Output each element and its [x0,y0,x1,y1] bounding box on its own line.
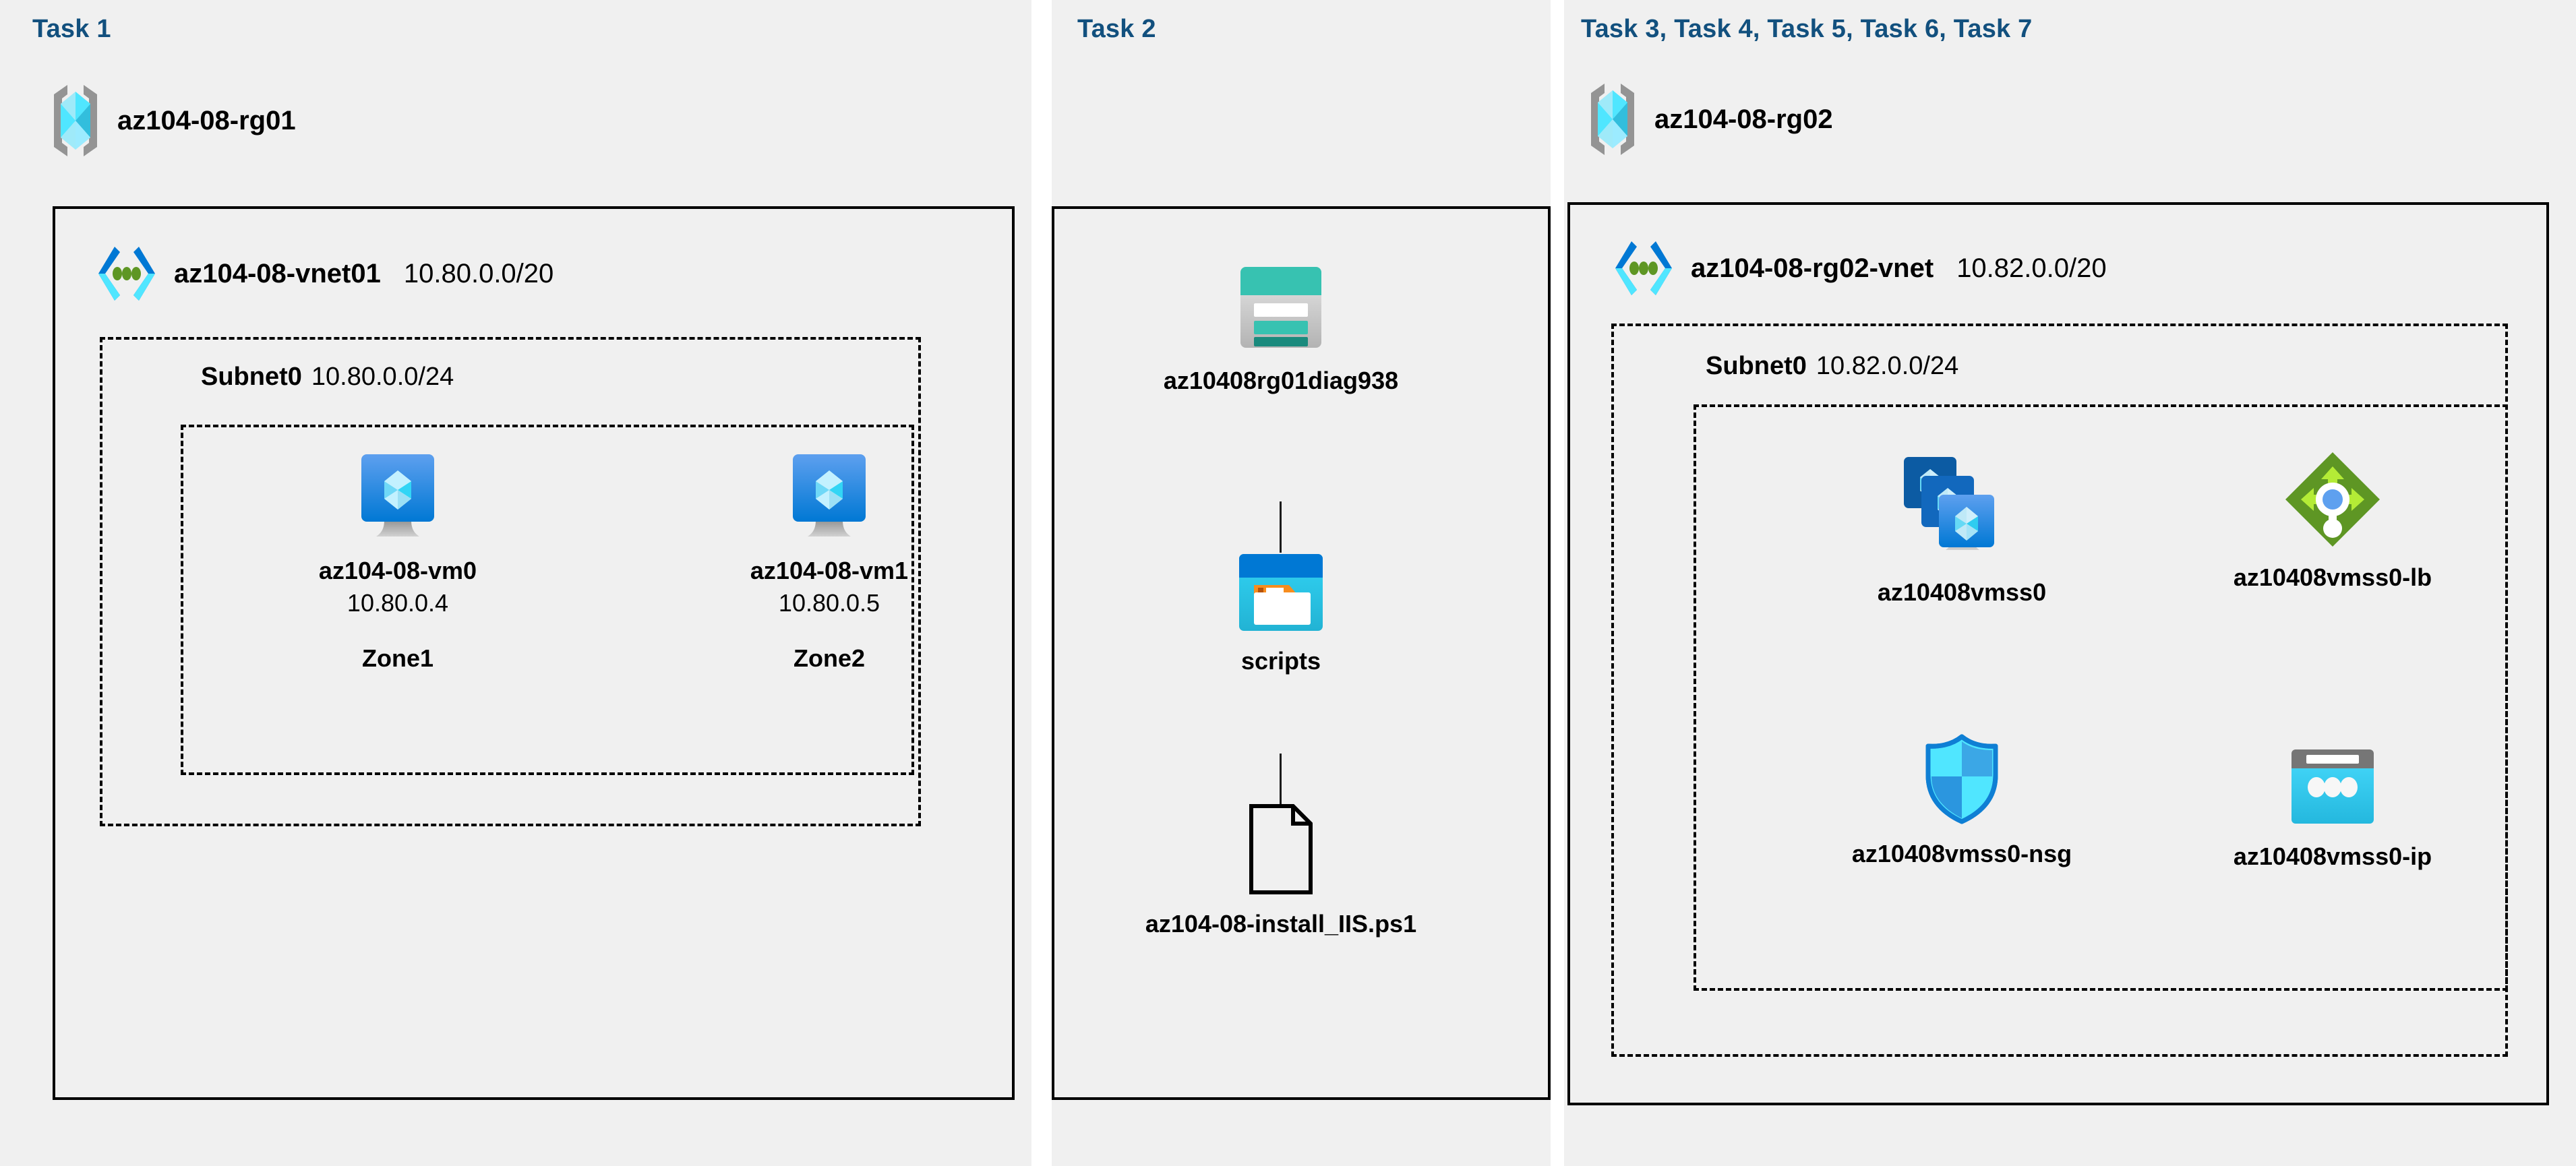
vm-node-1[interactable]: az104-08-vm1 10.80.0.5 Zone2 [715,453,944,673]
subnet0-left-container [100,337,921,826]
availability-zones-container [181,425,914,775]
nsg-node[interactable]: az10408vmss0-nsg [1800,733,2124,868]
vnet02-header[interactable]: az104-08-rg02-vnet 10.82.0.0/20 [1611,236,2107,301]
vnet02-name: az104-08-rg02-vnet [1691,253,1934,283]
vm-node-0[interactable]: az104-08-vm0 10.80.0.4 Zone1 [283,453,512,673]
subnet0-right-label: Subnet0 10.82.0.0/24 [1706,352,1958,381]
blob-container-node[interactable]: scripts [1187,553,1375,675]
subnet0-right-name: Subnet0 [1706,352,1807,380]
vnet02-container [1567,202,2549,1105]
resource-group-icon [47,81,104,160]
vnet02-cidr: 10.82.0.0/20 [1956,253,2107,283]
storage-account-icon [1236,263,1325,352]
load-balancer-icon [2283,450,2382,549]
resource-group-rg02-label: az104-08-rg02 [1654,104,1833,134]
vnet01-cidr: 10.80.0.0/20 [403,258,554,288]
virtual-network-icon [1611,236,1676,301]
resource-group-rg01-label: az104-08-rg01 [117,105,296,135]
load-balancer-name: az10408vmss0-lb [2233,563,2432,591]
virtual-machine-icon [359,453,437,542]
resource-group-rg02[interactable]: az104-08-rg02 [1584,80,1833,159]
subnet0-right-inner-container [1694,404,2508,991]
resource-group-rg01[interactable]: az104-08-rg01 [47,81,296,160]
public-ip-name: az10408vmss0-ip [2233,842,2432,870]
vm-scale-set-icon [1894,450,2029,563]
connector-container-to-file [1280,754,1282,805]
public-ip-address-icon [2289,747,2376,828]
subnet0-right-cidr: 10.82.0.0/24 [1816,352,1959,380]
connector-storage-to-container [1280,501,1282,553]
virtual-machine-icon [790,453,868,542]
task2-container [1052,206,1551,1100]
subnet0-left-label: Subnet0 10.80.0.0/24 [201,363,454,392]
storage-account-node[interactable]: az10408rg01diag938 [1146,263,1416,395]
vmss-node[interactable]: az10408vmss0 [1820,450,2103,607]
file-icon [1247,803,1315,895]
vm-node-0-zone: Zone1 [361,644,433,672]
load-balancer-node[interactable]: az10408vmss0-lb [2178,450,2488,592]
vm-node-1-zone: Zone2 [793,644,865,672]
task1-heading: Task 1 [32,15,111,43]
public-ip-node[interactable]: az10408vmss0-ip [2184,747,2481,871]
nsg-name: az10408vmss0-nsg [1851,840,2072,867]
task3-heading: Task 3, Task 4, Task 5, Task 6, Task 7 [1581,15,2033,43]
virtual-network-icon [94,241,159,306]
blob-container-icon [1238,553,1324,632]
file-name: az104-08-install_IIS.ps1 [1145,910,1417,938]
vm-node-0-ip: 10.80.0.4 [347,589,449,617]
network-security-group-icon [1923,733,2001,825]
subnet0-left-cidr: 10.80.0.0/24 [311,363,454,391]
vnet01-name: az104-08-vnet01 [174,258,381,288]
resource-group-icon [1584,80,1641,159]
vm-node-0-name: az104-08-vm0 [318,557,477,584]
vm-node-1-ip: 10.80.0.5 [778,589,880,617]
vmss-name: az10408vmss0 [1877,578,2047,606]
subnet0-left-name: Subnet0 [201,363,302,391]
vnet01-container [53,206,1015,1100]
vm-node-1-name: az104-08-vm1 [750,557,909,584]
file-node[interactable]: az104-08-install_IIS.ps1 [1106,803,1456,938]
storage-account-name: az10408rg01diag938 [1163,367,1399,394]
task2-heading: Task 2 [1077,15,1156,43]
vnet01-header[interactable]: az104-08-vnet01 10.80.0.0/20 [94,241,553,306]
blob-container-name: scripts [1240,647,1321,675]
